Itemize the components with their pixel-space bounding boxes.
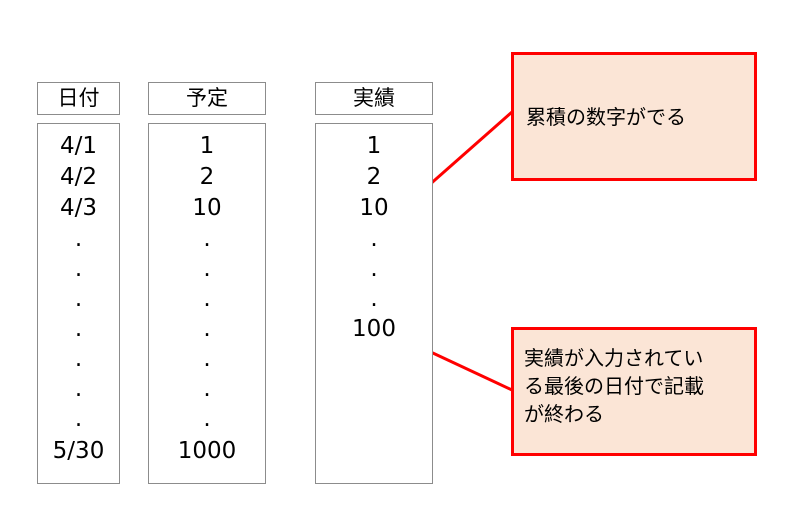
plan-cell: . xyxy=(203,286,211,312)
plan-cell: . xyxy=(203,406,211,432)
plan-cell: 1 xyxy=(199,133,215,159)
date-cell: . xyxy=(74,346,83,372)
callout-text-line: 実績が入力されてい xyxy=(524,346,704,370)
actual-cell: 1 xyxy=(366,133,382,159)
actual-cell: . xyxy=(370,256,378,282)
cumulative-number-callout: 累積の数字がでる xyxy=(511,52,757,181)
plan-column-header: 予定 xyxy=(148,82,266,115)
last-entry-date-callout: 実績が入力されてい る最後の日付で記載 が終わる xyxy=(511,327,757,456)
date-cell: 4/3 xyxy=(59,195,97,221)
plan-cell: . xyxy=(203,226,211,252)
callout-text-cumulative: 累積の数字がでる xyxy=(526,105,686,129)
date-cell: 4/1 xyxy=(59,133,97,159)
actual-cell: 2 xyxy=(366,164,382,190)
actual-cell: 10 xyxy=(359,195,389,221)
plan-cell: 10 xyxy=(192,195,222,221)
actual-column-header: 実績 xyxy=(315,82,433,115)
actual-cell: . xyxy=(370,226,378,252)
date-cell: . xyxy=(74,226,83,252)
actual-column: 1 2 10 . . . 100 xyxy=(315,123,433,484)
plan-column: 1 2 10 . . . . . . . 1000 xyxy=(148,123,266,484)
date-cell: 4/2 xyxy=(59,164,97,190)
date-cell: . xyxy=(74,406,83,432)
date-cell: 5/30 xyxy=(52,438,105,464)
date-column-header: 日付 xyxy=(37,82,120,115)
plan-cell: . xyxy=(203,346,211,372)
callout-text-line: る最後の日付で記載 xyxy=(524,374,704,398)
date-column: 4/1 4/2 4/3 . . . . . . . 5/30 xyxy=(37,123,120,484)
callout-text-line: が終わる xyxy=(524,402,604,426)
date-cell: . xyxy=(74,286,83,312)
date-cell: . xyxy=(74,256,83,282)
actual-cell: 100 xyxy=(352,316,396,342)
plan-cell: . xyxy=(203,256,211,282)
plan-cell: . xyxy=(203,376,211,402)
date-cell: . xyxy=(74,376,83,402)
date-cell: . xyxy=(74,316,83,342)
plan-cell: . xyxy=(203,316,211,342)
plan-cell: 1000 xyxy=(177,438,237,464)
actual-cell: . xyxy=(370,286,378,312)
plan-cell: 2 xyxy=(199,164,215,190)
